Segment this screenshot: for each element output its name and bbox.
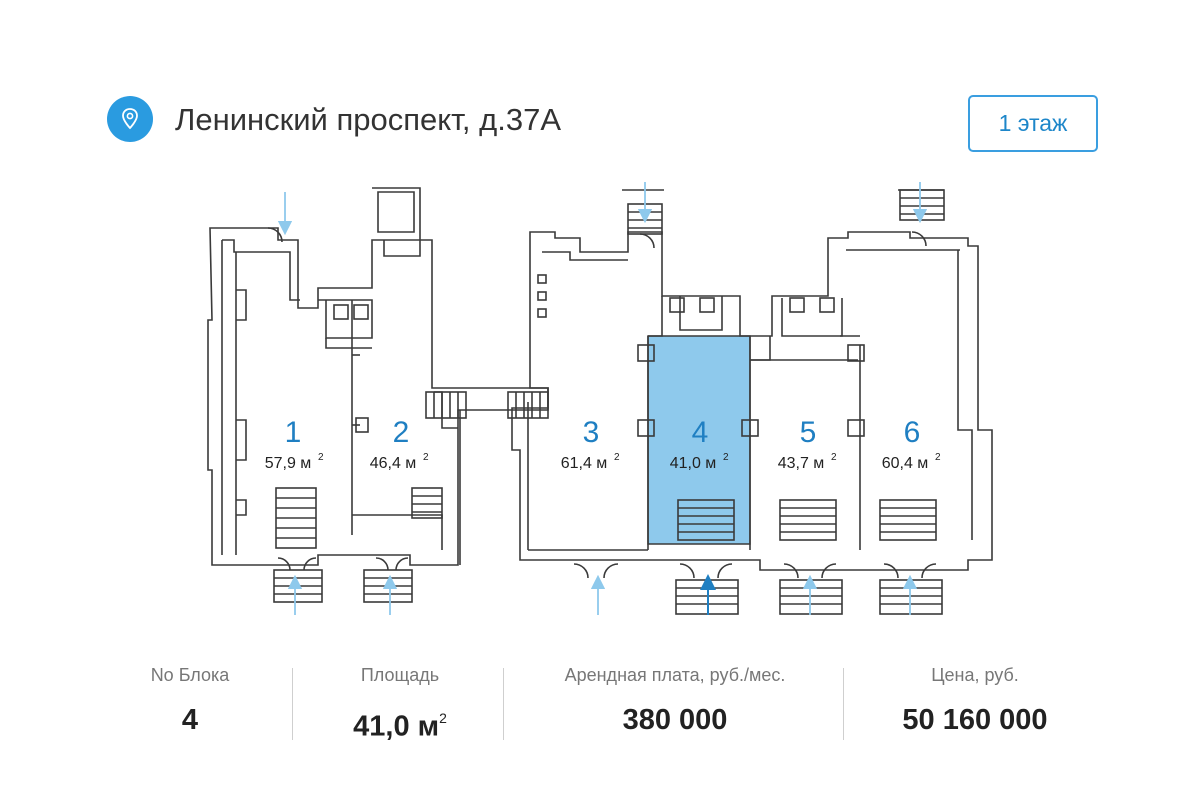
rent-label: Арендная плата, руб./мес.: [564, 665, 786, 685]
unit-5-area-sup: 2: [831, 452, 837, 463]
unit-1[interactable]: 1 57,9 м 2: [265, 416, 324, 472]
unit-4-area-sup: 2: [723, 452, 729, 463]
map-pin-icon: [107, 96, 153, 142]
unit-6-number: 6: [904, 416, 921, 449]
unit-2[interactable]: 2 46,4 м 2: [370, 416, 429, 472]
unit-3-number: 3: [583, 416, 600, 449]
divider: [843, 668, 844, 740]
price-stat: Цена, руб. 50 160 000: [850, 660, 1100, 738]
area-value: 41,0 м2: [300, 702, 500, 745]
rent-value: 380 000: [622, 704, 728, 736]
entrance-arrows: [277, 182, 928, 615]
unit-3-area-sup: 2: [614, 452, 620, 463]
unit-2-area-sup: 2: [423, 452, 429, 463]
unit-4-area: 41,0 м: [670, 455, 717, 472]
unit-4[interactable]: 4 41,0 м 2: [670, 416, 729, 472]
unit-4-number: 4: [692, 416, 709, 449]
divider: [503, 668, 504, 740]
block-number-label: No Блока: [150, 665, 230, 685]
unit-5-number: 5: [800, 416, 817, 449]
floor-selector-button[interactable]: 1 этаж: [968, 95, 1098, 152]
rent-stat: Арендная плата, руб./мес. 380 000: [510, 660, 840, 738]
unit-3-area: 61,4 м: [561, 455, 608, 472]
block-number-value: 4: [181, 704, 199, 736]
unit-5[interactable]: 5 43,7 м 2: [778, 416, 837, 472]
walls: [207, 187, 993, 615]
area-stat: Площадь 41,0 м2: [300, 660, 500, 745]
address-title: Ленинский проспект, д.37А: [175, 102, 562, 137]
unit-5-area: 43,7 м: [778, 455, 825, 472]
unit-4-highlight[interactable]: [647, 335, 751, 545]
unit-details: No Блока 4 Площадь 41,0 м2 Арендная плат…: [0, 660, 1200, 770]
unit-6-area: 60,4 м: [882, 455, 929, 472]
unit-3[interactable]: 3 61,4 м 2: [561, 416, 620, 472]
unit-6-area-sup: 2: [935, 452, 941, 463]
unit-1-number: 1: [285, 416, 302, 449]
divider: [292, 668, 293, 740]
area-value-sup: 2: [439, 710, 447, 726]
price-label: Цена, руб.: [931, 665, 1019, 685]
unit-2-area: 46,4 м: [370, 455, 417, 472]
unit-1-area-sup: 2: [318, 452, 324, 463]
floor-plan: 1 57,9 м 2 2 46,4 м 2 3 61,4 м 2 4 41,0 …: [0, 170, 1200, 630]
header: Ленинский проспект, д.37А 1 этаж: [0, 0, 1200, 170]
unit-2-number: 2: [393, 416, 410, 449]
area-label: Площадь: [360, 665, 440, 685]
unit-6[interactable]: 6 60,4 м 2: [882, 416, 941, 472]
unit-1-area: 57,9 м: [265, 455, 312, 472]
area-value-text: 41,0 м: [353, 710, 440, 743]
block-number-stat: No Блока 4: [110, 660, 270, 738]
price-value: 50 160 000: [902, 704, 1048, 736]
floor-plan-drawing: 1 57,9 м 2 2 46,4 м 2 3 61,4 м 2 4 41,0 …: [207, 182, 993, 615]
